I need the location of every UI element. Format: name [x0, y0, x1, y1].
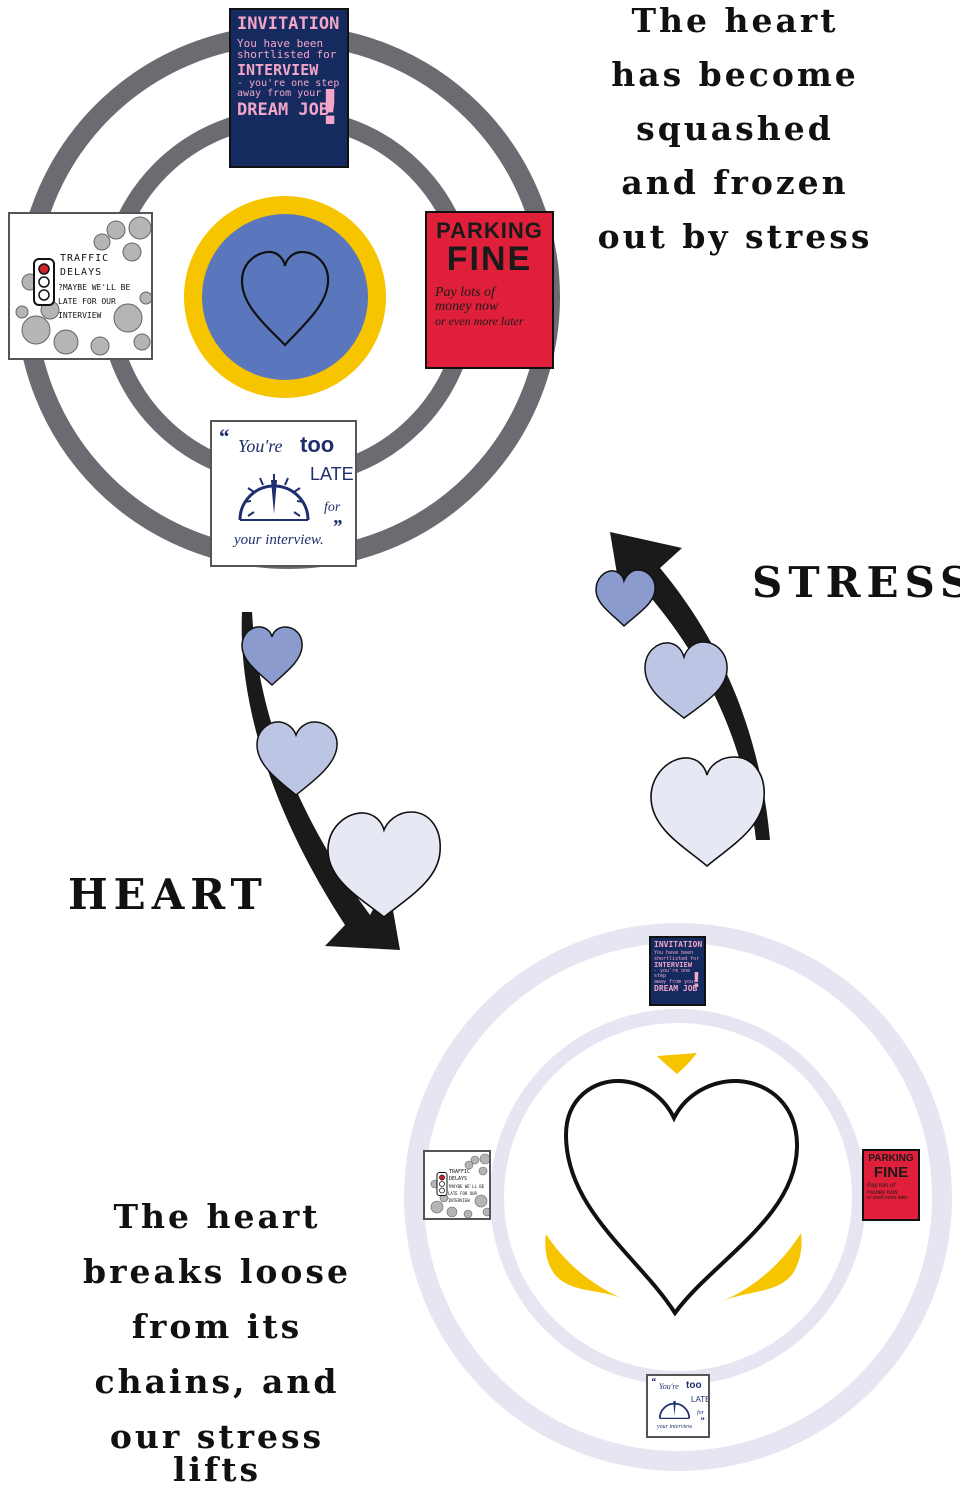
traffic-bubbles — [15, 216, 151, 356]
invitation-keyword: INTERVIEW — [654, 960, 692, 969]
invitation-body-1: You have been — [654, 950, 694, 957]
traffic-line3: ?MAYBE WE'LL BE — [58, 283, 131, 292]
caption-line: chains, and — [94, 1362, 340, 1401]
heart-icon — [256, 721, 338, 796]
invitation-tail-2: away from your — [237, 88, 322, 100]
parking-line2: FINE — [446, 240, 533, 279]
traffic-line3: ?MAYBE WE'LL BE — [448, 1184, 485, 1189]
parking-scrawl-1: Pay lots of — [867, 1183, 896, 1190]
too-late-card-small: “ You're too LATE for ” your interview. — [646, 1374, 710, 1438]
late-late: LATE — [310, 464, 354, 484]
parking-line1: PARKING — [868, 1153, 914, 1164]
yellow-shard-left — [545, 1234, 626, 1300]
traffic-line4: LATE FOR OUR — [448, 1191, 477, 1196]
invitation-title: INVITATION — [654, 940, 703, 949]
caption-line: our stress lifts — [109, 1417, 325, 1489]
heart-icon — [241, 626, 303, 687]
heart-icon — [327, 811, 441, 919]
parking-scrawl-2: money now — [867, 1189, 898, 1196]
stress-arrow-group — [595, 532, 770, 868]
parking-scrawl-3: or even more later — [867, 1194, 908, 1201]
parking-fine-card-small: PARKING FINE Pay lots of money now or ev… — [862, 1149, 920, 1221]
caption-bottom-left: The heart breaks loose from its chains, … — [62, 1197, 372, 1489]
clock-gauge-icon — [238, 474, 310, 521]
heart-arrow-group — [241, 612, 441, 950]
yellow-shard-right — [720, 1233, 802, 1302]
traffic-line4: LATE FOR OUR — [58, 297, 116, 306]
invitation-exclamation: ! — [691, 968, 701, 992]
invitation-card: INVITATION You have been shortlisted for… — [229, 8, 349, 168]
late-tail: your interview. — [657, 1424, 693, 1430]
parking-scrawl-2: money now — [435, 299, 499, 315]
heart-icon — [644, 641, 728, 719]
traffic-delays-card: TRAFFIC DELAYS ?MAYBE WE'LL BE LATE FOR … — [8, 212, 153, 360]
traffic-light-icon — [436, 1172, 448, 1196]
invitation-tail-1: - you're one step — [654, 968, 691, 980]
late-late: LATE — [691, 1395, 710, 1404]
heart-label: HEART — [68, 870, 268, 919]
caption-line: and frozen — [621, 163, 849, 202]
late-close-quote: ” — [332, 516, 342, 538]
traffic-delays-card-small: TRAFFIC DELAYS ?MAYBE WE'LL BE LATE FOR … — [423, 1150, 491, 1220]
invitation-highlight: DREAM JOB — [654, 983, 698, 993]
caption-line: from its — [131, 1307, 303, 1346]
heart-icon — [240, 250, 330, 347]
caption-line: The heart — [113, 1197, 321, 1236]
caption-top-right: The heart has become squashed and frozen… — [590, 4, 880, 274]
invitation-tail-1: - you're one step — [237, 77, 340, 89]
too-late-card: “ You're too LATE for ” your interview. — [210, 420, 357, 567]
clock-gauge-icon — [658, 1401, 691, 1420]
stress-label: STRESS — [752, 558, 960, 607]
traffic-line1: TRAFFIC — [60, 253, 110, 264]
traffic-light-icon — [33, 258, 55, 306]
outer-ring-light — [404, 923, 952, 1471]
caption-line: out by stress — [597, 217, 873, 256]
parking-scrawl-3: or even more later — [435, 314, 524, 329]
late-for: for — [324, 500, 341, 515]
late-open-quote: “ — [218, 424, 229, 449]
invitation-body-2: shortlisted for — [237, 48, 337, 62]
invitation-body-2: shortlisted for — [654, 955, 700, 962]
parking-scrawl-1: Pay lots of — [435, 284, 495, 300]
late-you: You're — [659, 1382, 679, 1391]
late-too: too — [300, 432, 335, 457]
late-tail: your interview. — [234, 532, 324, 548]
late-close-quote: ” — [700, 1416, 705, 1426]
late-for: for — [697, 1410, 705, 1416]
invitation-tail-2: away from your — [654, 978, 697, 985]
invitation-highlight: DREAM JOB — [237, 99, 330, 120]
parking-line2: FINE — [873, 1163, 909, 1181]
invitation-keyword: INTERVIEW — [237, 60, 319, 79]
caption-line: breaks loose — [83, 1252, 351, 1291]
heart-icon — [563, 1078, 800, 1317]
traffic-line5: INTERVIEW — [448, 1198, 470, 1203]
traffic-line2: DELAYS — [60, 267, 103, 278]
invitation-body-1: You have been — [237, 36, 324, 50]
late-too: too — [686, 1380, 702, 1391]
late-you: You're — [238, 436, 283, 456]
blue-heart-disc — [202, 214, 368, 380]
parking-line1: PARKING — [436, 218, 543, 243]
traffic-line2: DELAYS — [449, 1176, 468, 1182]
traffic-line5: INTERVIEW — [58, 311, 102, 320]
invitation-title: INVITATION — [237, 14, 340, 34]
yellow-shard-top — [657, 1053, 697, 1074]
invitation-card-small: INVITATION You have been shortlisted for… — [649, 936, 706, 1006]
traffic-line1: TRAFFIC — [449, 1169, 471, 1175]
invitation-exclamation: ! — [319, 80, 341, 136]
caption-line: has become — [611, 55, 859, 94]
relieved-state-group — [404, 923, 952, 1471]
caption-line: squashed — [636, 109, 834, 148]
heart-icon — [595, 569, 656, 628]
late-open-quote: “ — [651, 1377, 656, 1388]
parking-fine-card: PARKING FINE Pay lots of money now or ev… — [425, 211, 554, 369]
caption-line: The heart — [631, 1, 839, 40]
heart-icon — [650, 756, 765, 868]
